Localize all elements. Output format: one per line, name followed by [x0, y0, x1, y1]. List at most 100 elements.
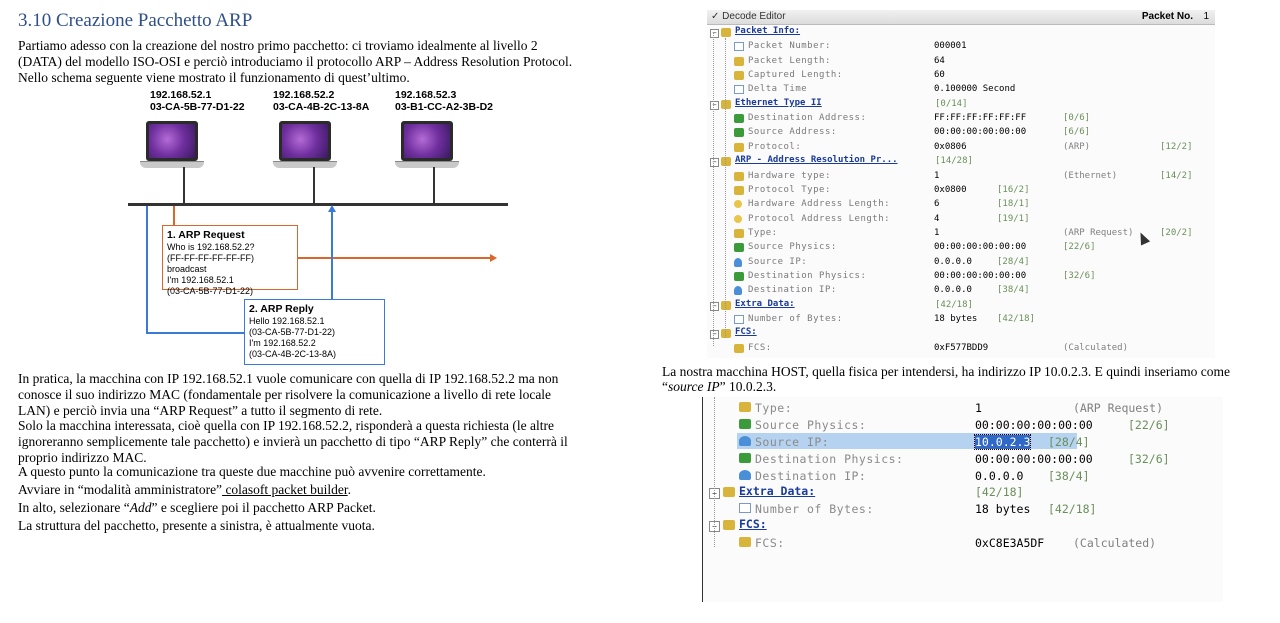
decode-field-row[interactable]: Hardware Address Length:6[18/1] — [707, 198, 1215, 212]
decode-section-label[interactable]: FCS: — [735, 327, 757, 338]
network-link — [313, 167, 315, 204]
decode-field-value[interactable]: 0.0.0.0 — [934, 285, 972, 296]
caption-line: La nostra macchina HOST, quella fisica p… — [662, 364, 1230, 379]
decode-field-value[interactable]: 0xF577BDD9 — [934, 342, 989, 353]
ip-icon — [734, 257, 742, 267]
decode-section-label[interactable]: Packet Info: — [735, 26, 801, 36]
body-paragraph: In alto, selezionare “Add” e scegliere p… — [18, 500, 376, 516]
decode-section-row[interactable]: −ARP - Address Resolution Pr...[14/28] — [707, 155, 1215, 169]
decode-field-row[interactable]: Number of Bytes:18 bytes[42/18] — [707, 313, 1215, 327]
decode-section-label[interactable]: ARP - Address Resolution Pr... — [735, 155, 898, 166]
decode-field-row[interactable]: Destination Physics:00:00:00:00:00:00[32… — [707, 270, 1215, 284]
intro-paragraph: Partiamo adesso con la creazione del nos… — [18, 38, 572, 86]
decode-offset: [0/14] — [935, 98, 968, 109]
decode-field-label: Protocol: — [748, 141, 802, 152]
body-paragraph: Avviare in “modalità amministratore” col… — [18, 482, 351, 498]
decode-field-row[interactable]: FCS:0xF577BDD9(Calculated) — [707, 342, 1215, 356]
decode-field-row[interactable]: Source Physics:00:00:00:00:00:00[22/6] — [707, 241, 1215, 255]
collapse-toggle-icon[interactable]: − — [710, 29, 719, 38]
decode-field-row[interactable]: FCS:0xC8E3A5DF(Calculated) — [703, 534, 1223, 551]
decode-field-row[interactable]: Source Physics:00:00:00:00:00:00[22/6] — [703, 416, 1223, 433]
decode-field-value[interactable]: 4 — [934, 213, 940, 224]
decode-field-value[interactable]: FF:FF:FF:FF:FF:FF — [934, 113, 1027, 124]
reply-arrow — [331, 211, 333, 299]
decode-field-value[interactable]: 0xC8E3A5DF — [975, 536, 1045, 551]
source-ip-value[interactable]: 10.0.2.3 — [973, 433, 1032, 450]
decode-field-row[interactable]: Hardware type:1(Ethernet)[14/2] — [707, 170, 1215, 184]
decode-field-value[interactable]: 00:00:00:00:00:00 — [975, 417, 1093, 432]
decode-section-row[interactable]: −Extra Data:[42/18] — [707, 299, 1215, 313]
decode-field-value[interactable]: 1 — [975, 401, 982, 415]
decode-offset: [38/4] — [1048, 468, 1090, 483]
decode-field-value[interactable]: 00:00:00:00:00:00 — [975, 451, 1093, 466]
decode-field-value[interactable]: 1 — [934, 227, 940, 238]
decode-field-row[interactable]: Protocol Address Length:4[19/1] — [707, 213, 1215, 227]
decode-field-value[interactable]: 00:00:00:00:00:00 — [934, 270, 1027, 281]
decode-field-value[interactable]: 0.0.0.0 — [934, 256, 972, 267]
decode-field-row[interactable]: Type:1(ARP Request) — [703, 399, 1223, 416]
decode-offset: [42/18] — [997, 314, 1035, 324]
collapse-toggle-icon[interactable]: − — [710, 301, 719, 311]
decode-section-row[interactable]: − Packet Info: — [707, 26, 1215, 40]
decode-field-label: Type: — [755, 401, 793, 415]
decode-section-row[interactable]: −FCS: — [703, 517, 1223, 534]
decode-field-annotation: (ARP) — [1063, 141, 1091, 152]
decode-field-row[interactable]: Type:1(ARP Request)[20/2] — [707, 227, 1215, 241]
decode-field-row[interactable]: Destination Address:FF:FF:FF:FF:FF:FF[0/… — [707, 112, 1215, 126]
decode-field-row[interactable]: Source Address:00:00:00:00:00:00[6/6] — [707, 126, 1215, 140]
decode-field-row[interactable]: Destination Physics:00:00:00:00:00:00[32… — [703, 450, 1223, 467]
collapse-toggle-icon[interactable]: − — [710, 158, 719, 168]
section-heading: 3.10 Creazione Pacchetto ARP — [18, 10, 253, 31]
decode-field-value[interactable]: 0x0806 — [934, 141, 967, 152]
pc3-mac: 03-B1-CC-A2-3B-D2 — [395, 101, 494, 113]
decode-field-value[interactable]: 0x0800 — [934, 184, 967, 195]
decode-field-value[interactable]: 18 bytes — [934, 314, 978, 324]
decode-field-row[interactable]: Packet Length:64 — [707, 55, 1215, 69]
collapse-toggle-icon[interactable]: − — [710, 330, 719, 340]
decode-field-value[interactable]: 00:00:00:00:00:00 — [934, 242, 1027, 253]
body-paragraph: In pratica, la macchina con IP 192.168.5… — [18, 371, 558, 419]
reply-arrow — [146, 332, 244, 334]
decode-editor-header: ✓ Decode Editor Packet No. 1 — [707, 10, 1215, 25]
decode-section-label[interactable]: Extra Data: — [739, 483, 816, 498]
decode-field-row[interactable]: Protocol:0x0806(ARP)[12/2] — [707, 141, 1215, 155]
decode-field-value[interactable]: 6 — [934, 199, 940, 210]
decode-field-row[interactable]: Destination IP:0.0.0.0[38/4] — [707, 284, 1215, 298]
reply-arrow — [146, 206, 148, 334]
decode-editor-detail: Type:1(ARP Request)Source Physics:00:00:… — [702, 397, 1223, 602]
decode-field-row[interactable]: Packet Number:000001 — [707, 40, 1215, 54]
decode-field-label: Hardware type: — [748, 170, 831, 181]
packet-no-value[interactable]: 1 — [1203, 11, 1209, 22]
network-link — [433, 167, 435, 204]
decode-field-row[interactable]: Source IP:10.0.2.3[28/4] — [703, 432, 1223, 450]
decode-section-label[interactable]: Extra Data: — [735, 298, 795, 309]
decode-section-row[interactable]: − Ethernet Type II [0/14] — [707, 98, 1215, 112]
decode-field-label: Destination Physics: — [755, 451, 904, 466]
decode-section-row[interactable]: − FCS: — [707, 327, 1215, 341]
decode-offset: [6/6] — [1063, 127, 1091, 138]
decode-field-label: Source IP: — [748, 256, 808, 267]
decode-field-row[interactable]: Destination IP:0.0.0.0[38/4] — [703, 467, 1223, 484]
decode-field-row[interactable]: Number of Bytes:18 bytes[42/18] — [703, 500, 1223, 517]
decode-field-value[interactable]: 60 — [934, 70, 945, 81]
decode-section-label[interactable]: FCS: — [739, 517, 767, 532]
decode-field-row[interactable]: Source IP:0.0.0.0[28/4] — [707, 256, 1215, 270]
address-icon — [734, 114, 744, 124]
decode-field-value[interactable]: 0.0.0.0 — [975, 468, 1024, 483]
decode-field-value[interactable]: 000001 — [934, 41, 967, 52]
colasoft-link[interactable]: colasoft packet builder — [222, 482, 348, 497]
decode-field-row[interactable]: Protocol Type:0x0800[16/2] — [707, 184, 1215, 198]
decode-field-value[interactable]: 1 — [934, 170, 940, 181]
decode-field-value[interactable]: 64 — [934, 55, 945, 66]
collapse-toggle-icon[interactable]: − — [710, 100, 719, 110]
decode-section-label[interactable]: Ethernet Type II — [735, 97, 822, 108]
decode-field-annotation: (Calculated) — [1073, 536, 1157, 551]
decode-field-row[interactable]: Captured Length:60 — [707, 69, 1215, 83]
decode-field-value[interactable]: 00:00:00:00:00:00 — [934, 127, 1027, 138]
pc1-mac: 03-CA-5B-77-D1-22 — [150, 101, 245, 113]
decode-field-value[interactable]: 18 bytes — [975, 502, 1031, 517]
decode-section-row[interactable]: −Extra Data:[42/18] — [703, 484, 1223, 501]
address-icon — [734, 243, 744, 253]
decode-field-value[interactable]: 0.100000 Second — [934, 84, 1016, 95]
